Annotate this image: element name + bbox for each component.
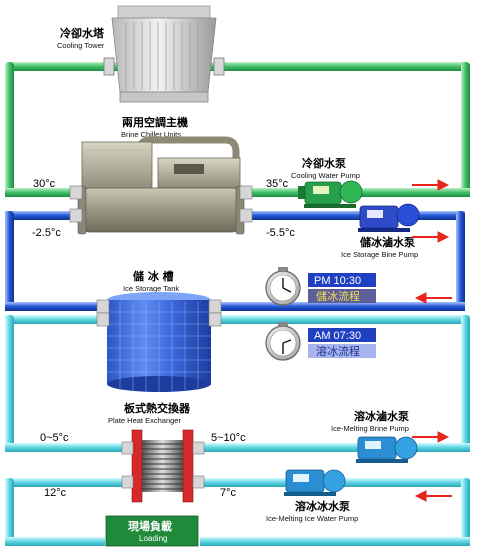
brine-pump-label-en: Ice Storage Bine Pump (341, 250, 418, 259)
ice-water-load-loop (5, 478, 470, 546)
flow-arrow-left-icon (414, 292, 452, 304)
storage-time: PM 10:30 (314, 275, 361, 287)
phx-label-en: Plate Heat Exchanger (108, 416, 181, 425)
flow-arrow-left-icon (414, 490, 452, 502)
ice-melting-ice-water-pump (284, 469, 346, 496)
brine-pump-label: 儲冰滷水泵 (359, 235, 415, 249)
temp-cw-return: 35°c (266, 178, 289, 190)
plate-heat-exchanger (121, 429, 205, 503)
chiller-label-en: Brine Chiller Units (121, 130, 181, 139)
cooling-tower (103, 5, 225, 103)
ice-storage-brine-pump (358, 203, 420, 232)
ice-melting-brine-pump (356, 436, 418, 463)
ice-storage-tank (96, 292, 222, 392)
ice-tank-label: 儲 冰 槽 (132, 269, 174, 283)
brine-storage-loop (5, 211, 465, 311)
ice-tank-label-en: Ice Storage Tank (123, 284, 179, 293)
cooling-tower-label: 冷卻水塔 (60, 26, 105, 40)
melt-water-pump-label-en: Ice-Melting Ice Water Pump (266, 514, 358, 523)
temp-cw-supply: 30°c (33, 178, 56, 190)
temp-brine-in: -2.5°c (32, 227, 61, 239)
storage-mode: 儲冰流程 (316, 289, 360, 303)
melting-time: AM 07:30 (314, 330, 361, 342)
melt-water-pump-label: 溶冰冰水泵 (295, 499, 350, 513)
phx-label: 板式熱交換器 (124, 401, 191, 415)
flow-arrow-right-icon (412, 179, 450, 191)
melt-brine-pump-label: 溶冰滷水泵 (354, 409, 409, 423)
chiller-label: 兩用空調主機 (122, 115, 188, 129)
ice-melting-brine-loop (5, 315, 470, 452)
storage-mode-badge (308, 289, 376, 303)
loading-label-en: Loading (139, 534, 167, 543)
storage-time-badge (308, 273, 376, 287)
loading-label: 現場負載 (128, 519, 172, 533)
temp-load-right: 7°c (220, 487, 237, 499)
cooling-water-pump (298, 180, 363, 208)
melt-brine-pump-label-en: Ice-Melting Brine Pump (331, 424, 409, 433)
cooling-pump-label: 冷卻水泵 (302, 156, 346, 170)
temp-brine-out: -5.5°c (266, 227, 295, 239)
brine-chiller-unit (69, 136, 253, 235)
cooling-pump-label-en: Cooling Water Pump (291, 171, 360, 180)
flow-arrow-right-icon (412, 231, 450, 243)
melting-time-badge (308, 328, 376, 342)
temp-load-left: 12°c (44, 487, 67, 499)
flow-arrow-right-icon (412, 431, 450, 443)
clock-icon (265, 322, 301, 361)
melting-mode: 溶冰流程 (316, 344, 360, 358)
clock-icon (265, 267, 301, 306)
cooling-tower-label-en: Cooling Tower (57, 41, 105, 50)
temp-phx-brine-in: 0~5°c (40, 432, 69, 444)
temp-phx-brine-out: 5~10°c (211, 432, 246, 444)
loading-box (105, 515, 199, 547)
melting-mode-badge (308, 344, 376, 358)
